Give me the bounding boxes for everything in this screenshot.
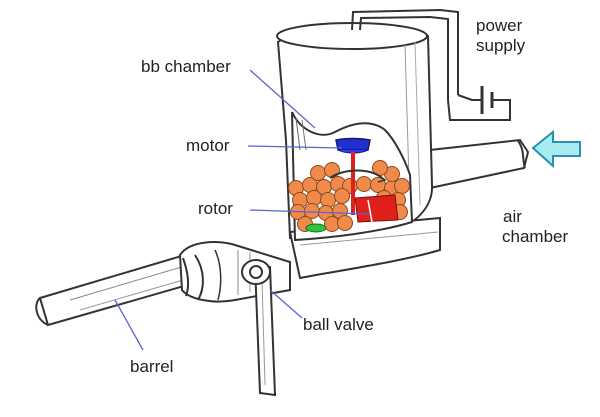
bb-pellet bbox=[337, 215, 353, 231]
leader-lines bbox=[114, 69, 371, 351]
leader-ball-valve bbox=[269, 289, 303, 319]
leader-motor bbox=[247, 145, 343, 149]
label-barrel: barrel bbox=[130, 357, 174, 376]
label-power-supply: power supply bbox=[476, 16, 525, 56]
bb-pellet bbox=[356, 176, 372, 192]
label-air: air bbox=[503, 207, 522, 226]
label-power: power bbox=[476, 16, 523, 35]
bb-pellet bbox=[324, 162, 340, 178]
battery-icon bbox=[480, 86, 494, 114]
label-bb-chamber: bb chamber bbox=[141, 57, 231, 76]
bb-pellet bbox=[334, 188, 350, 204]
label-air-chamber: air chamber bbox=[502, 207, 568, 247]
green-pellet bbox=[305, 223, 327, 233]
label-rotor: rotor bbox=[198, 199, 233, 218]
label-chamber: chamber bbox=[502, 227, 569, 246]
bb-pellets bbox=[288, 160, 410, 232]
leader-rotor bbox=[249, 209, 371, 215]
bb-pellet bbox=[310, 165, 326, 181]
label-ball-valve: ball valve bbox=[303, 315, 374, 334]
leader-barrel bbox=[114, 299, 144, 351]
label-supply: supply bbox=[476, 36, 526, 55]
bb-pellet bbox=[394, 178, 410, 194]
leader-bb-chamber bbox=[249, 69, 316, 129]
arrow-left-icon bbox=[531, 129, 581, 169]
bb-pellet bbox=[320, 192, 336, 208]
motor bbox=[335, 137, 371, 154]
rotor bbox=[329, 152, 399, 223]
label-motor: motor bbox=[186, 136, 230, 155]
valve-coupling bbox=[178, 241, 291, 397]
power-wires bbox=[351, 8, 511, 121]
bb-pellet bbox=[306, 190, 322, 206]
air-chamber-pipe bbox=[429, 138, 530, 189]
